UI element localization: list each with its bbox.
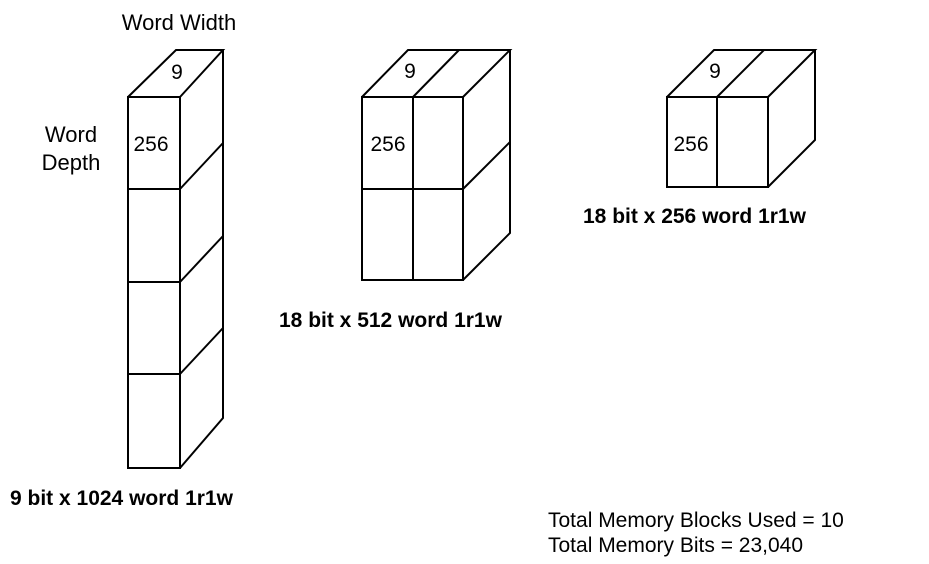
- side-divider: [179, 142, 224, 190]
- top-face: [666, 49, 818, 98]
- width-label: 9: [709, 60, 721, 83]
- width-label: 9: [171, 61, 183, 84]
- config-caption: 18 bit x 512 word 1r1w: [279, 309, 503, 332]
- top-divider: [412, 49, 460, 98]
- depth-label: 256: [370, 133, 405, 156]
- config-9x1024-block-stack: 9 256: [127, 49, 226, 469]
- config-18x512-block-stack: 9 256: [361, 49, 513, 281]
- side-face: [767, 50, 816, 188]
- word-width-label: Word Width: [122, 10, 237, 35]
- depth-label: 256: [673, 133, 708, 156]
- total-memory-bits: Total Memory Bits = 23,040: [548, 534, 803, 557]
- config-caption: 18 bit x 256 word 1r1w: [583, 205, 807, 228]
- top-face: [127, 49, 226, 98]
- side-face: [462, 50, 511, 281]
- side-divider: [179, 327, 224, 375]
- top-divider: [716, 49, 765, 98]
- config-18x256-block-stack: 9 256: [666, 49, 818, 188]
- side-divider: [462, 141, 511, 190]
- width-label: 9: [404, 60, 416, 83]
- config-caption: 9 bit x 1024 word 1r1w: [10, 487, 234, 510]
- side-face: [179, 50, 224, 469]
- side-divider: [179, 235, 224, 283]
- word-depth-label-line2: Depth: [42, 150, 101, 175]
- depth-label: 256: [133, 133, 168, 156]
- total-blocks-used: Total Memory Blocks Used = 10: [548, 509, 844, 532]
- word-depth-label-line1: Word: [45, 122, 97, 147]
